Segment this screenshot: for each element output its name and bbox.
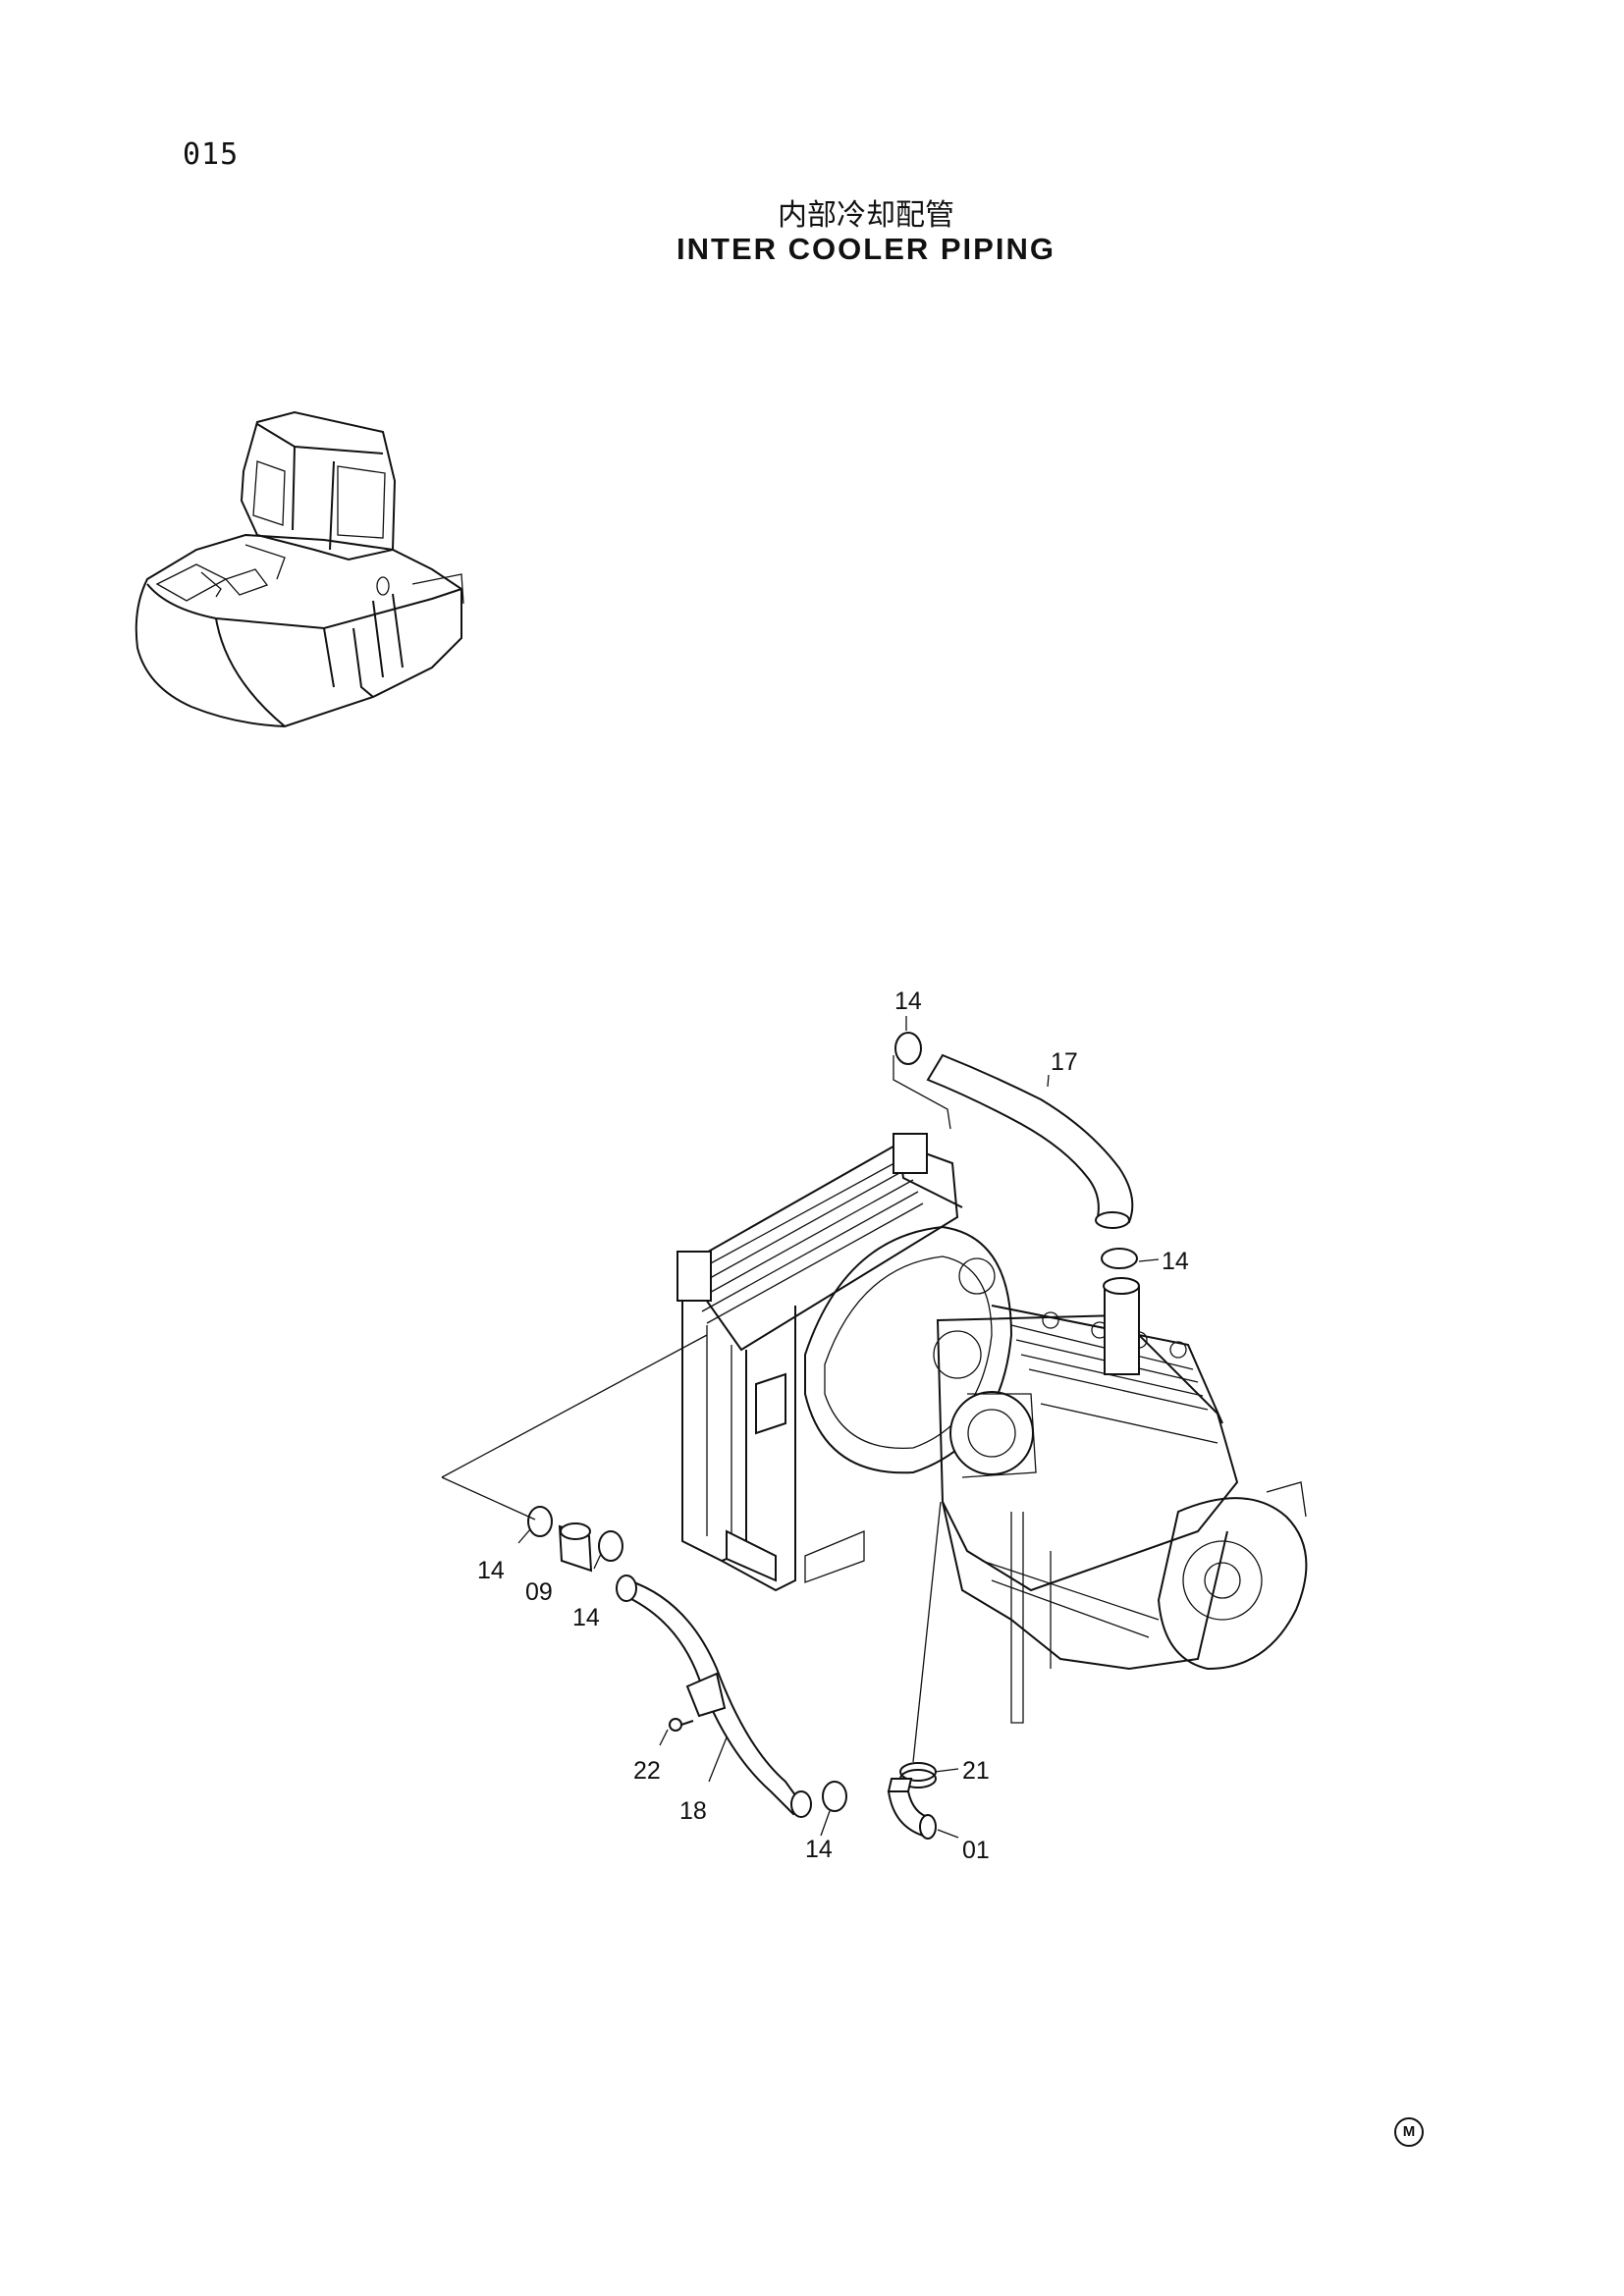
page-title-japanese: 内部冷却配管 [778, 198, 954, 233]
engine-block [936, 1305, 1308, 1724]
pipe-18-lower-pipe [616, 1575, 812, 1818]
sleeve-09 [558, 1522, 593, 1573]
pipe-17-upper-hose [926, 1053, 1134, 1229]
bolt-22 [669, 1718, 694, 1732]
page-number: 015 [183, 137, 240, 172]
callout-09: 09 [525, 1578, 553, 1606]
page-title-english: INTER COOLER PIPING [677, 232, 1056, 266]
callout-14-left-a: 14 [477, 1557, 505, 1584]
callout-14-bottom: 14 [805, 1836, 833, 1863]
clamp-14-bottom [822, 1781, 847, 1812]
callout-21: 21 [962, 1757, 990, 1785]
callout-01: 01 [962, 1837, 990, 1864]
turbo-outlet-stub [1103, 1277, 1140, 1375]
callout-14-upper-right: 14 [1162, 1248, 1189, 1275]
clamp-14-left-a [527, 1506, 553, 1537]
leader-lines [441, 1016, 1160, 1839]
clamp-14-top [894, 1032, 922, 1065]
elbow-01 [887, 1778, 937, 1840]
callout-14-top: 14 [894, 988, 922, 1015]
callout-labels: 14 17 14 14 09 14 22 18 14 21 01 [477, 988, 1189, 1864]
callout-14-left-b: 14 [572, 1604, 600, 1631]
clamp-14-upper-right [1101, 1248, 1138, 1269]
radiator-core [677, 1133, 1013, 1592]
callout-22: 22 [633, 1757, 661, 1785]
callout-17: 17 [1051, 1048, 1078, 1076]
callout-18: 18 [679, 1797, 707, 1825]
manufacturer-mark-icon: M [1394, 2117, 1424, 2147]
clamp-14-left-b [598, 1530, 623, 1562]
